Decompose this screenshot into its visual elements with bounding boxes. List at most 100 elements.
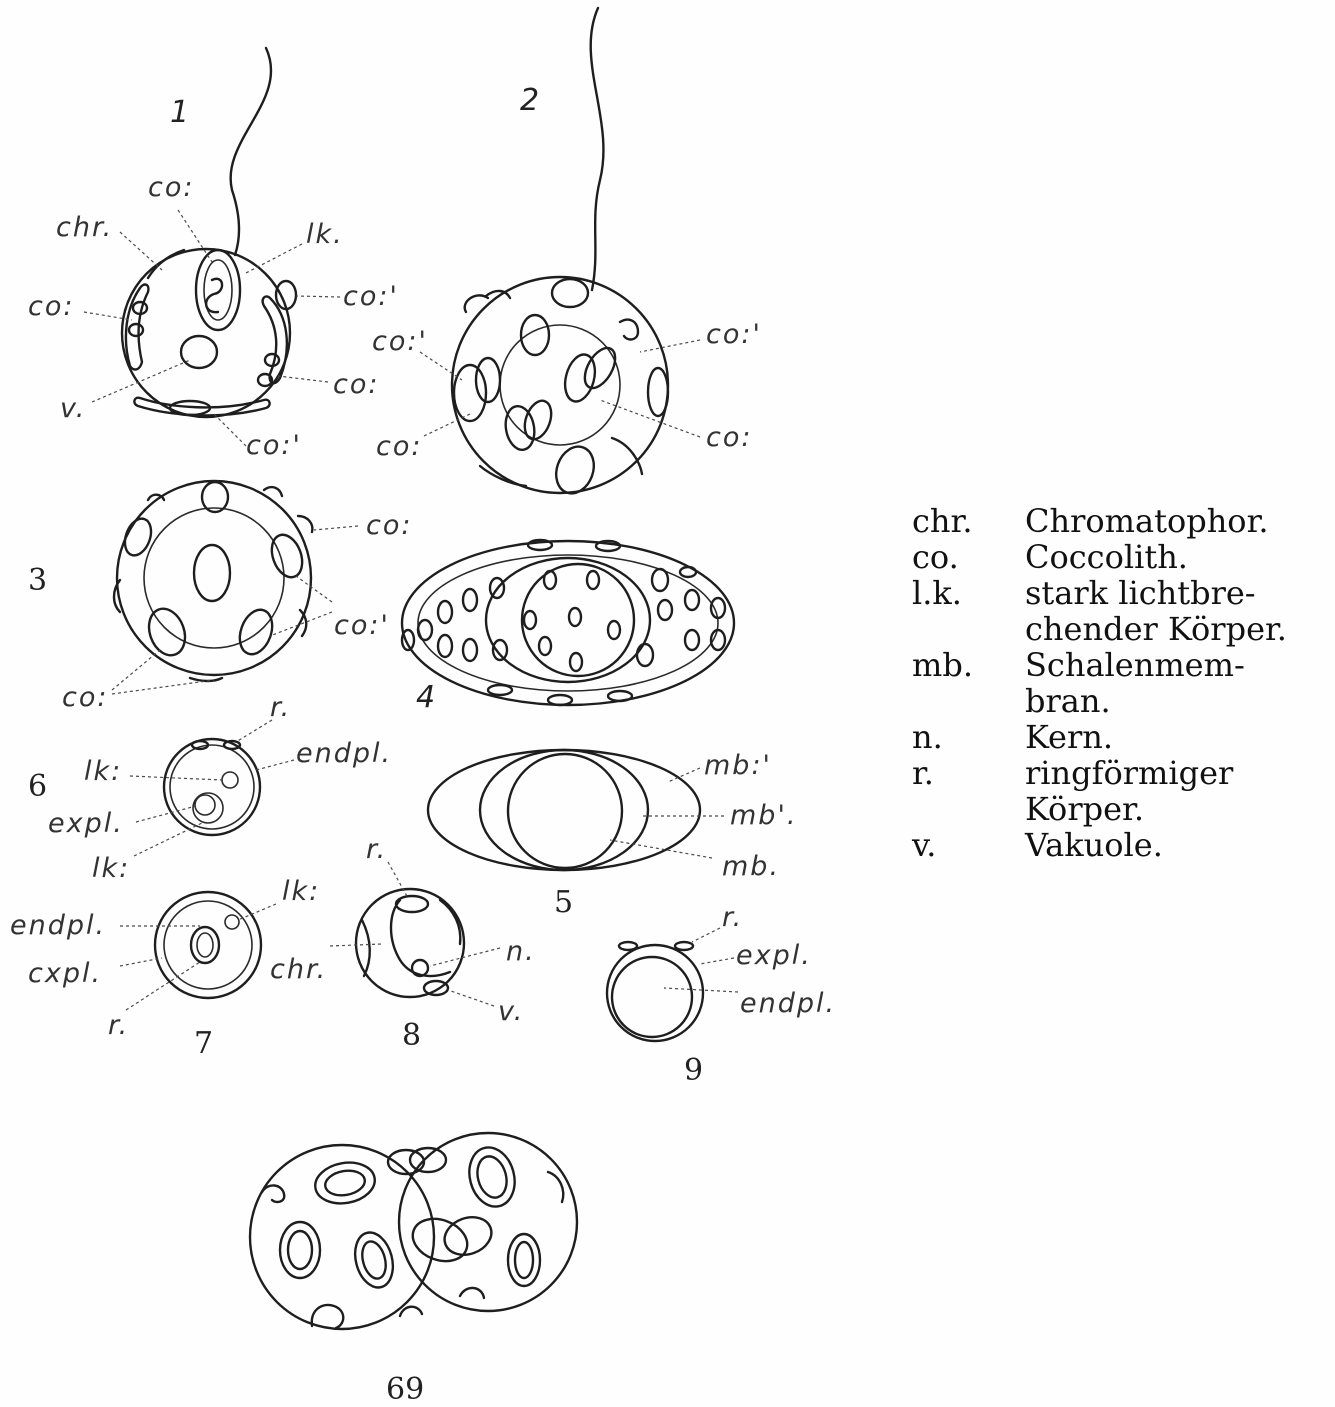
plate-number: 69 [386, 1372, 424, 1407]
flagellum-1 [231, 48, 271, 255]
label-endpl: endpl. [740, 988, 836, 1019]
coccolith [680, 567, 696, 577]
ring-body-9a [619, 942, 637, 950]
coccolith-2h [520, 397, 556, 443]
coccolith-2i [550, 441, 600, 498]
legend-row-lk: l.k. stark lichtbre- chender Körper. [912, 575, 1325, 647]
figure-3: 3 co: co:' co: [28, 481, 412, 713]
leader-line [120, 958, 162, 966]
cell-outline-6 [164, 739, 260, 835]
label-co-left: co: [376, 431, 422, 462]
figure-number-3: 3 [28, 563, 47, 598]
label-co2-right: co:' [706, 319, 762, 350]
label-lk2: lk: [92, 853, 130, 884]
coccolith-2e [454, 365, 486, 421]
cell-outline-7 [155, 892, 261, 998]
coccolith [418, 620, 432, 640]
endoplasm-9 [612, 957, 692, 1037]
legend-text: ringförmiger Körper. [1025, 755, 1325, 827]
legend-row-co: co. Coccolith. [912, 539, 1325, 575]
leader-line [296, 296, 340, 297]
coccolith [463, 639, 477, 661]
legend-row-mb: mb. Schalenmem- bran. [912, 647, 1325, 719]
label-r: r. [722, 902, 743, 933]
coccolith [711, 598, 725, 618]
coccolith [570, 653, 582, 671]
coccolith-3d [234, 605, 278, 658]
legend-line: stark lichtbre- [1025, 575, 1325, 611]
figure-number-4: 4 [416, 680, 435, 715]
label-lk: lk: [282, 876, 320, 907]
label-co-right: co: [366, 510, 412, 541]
endoplasm-6 [170, 745, 254, 829]
legend-abbr: v. [912, 827, 1025, 863]
inner-outline-3 [144, 508, 284, 648]
coccolith-p4 [463, 1142, 521, 1211]
leader-line [120, 232, 162, 270]
refractive-body-7 [225, 915, 239, 929]
coccolith-p1 [312, 1158, 378, 1208]
coccolith [569, 608, 581, 626]
legend-text: Vakuole. [1025, 827, 1325, 863]
label-mb2: mb:' [704, 750, 772, 781]
label-endpl: endpl. [296, 738, 392, 769]
label-co2-left: co:' [372, 326, 428, 357]
coccolith [488, 685, 512, 695]
label-co-top: co: [148, 172, 194, 203]
leader-line [126, 962, 200, 1010]
leader-line [664, 988, 738, 992]
refractive-body-1 [196, 250, 240, 330]
label-expl: cxpl. [28, 958, 102, 989]
vacuole-8 [424, 981, 448, 995]
leader-line [640, 340, 700, 352]
cell-outline-9 [607, 945, 703, 1041]
coccolith-2d [579, 343, 622, 393]
coccolith-p3 [349, 1228, 398, 1291]
legend-abbr: n. [912, 719, 1025, 755]
coccolith-1c [265, 354, 279, 366]
label-co2-right: co:' [334, 610, 390, 641]
legend-line: Chromatophor. [1025, 503, 1325, 539]
chromatophore-edge [264, 487, 282, 496]
figure-number-7: 7 [194, 1026, 213, 1061]
coccolith [539, 637, 551, 655]
coccolith-2a [552, 279, 588, 307]
leader-line [700, 958, 734, 964]
membrane-inner-5 [508, 754, 622, 868]
coccolith [637, 644, 653, 666]
coccolith-3a [120, 515, 156, 559]
legend-line: Vakuole. [1025, 827, 1325, 863]
label-expl: expl. [48, 808, 124, 839]
leader-line [112, 650, 160, 690]
coccolith [438, 635, 452, 657]
figure-4: 4 [402, 540, 734, 715]
coccolith [608, 691, 632, 701]
legend-line: Schalenmem- [1025, 647, 1325, 683]
coccolith [463, 589, 477, 611]
coccolith-p5 [407, 1212, 473, 1269]
label-chr: chr. [56, 212, 113, 243]
coccolith [658, 600, 672, 620]
cell-left-pair [250, 1145, 434, 1329]
inner-circle-4 [522, 564, 634, 676]
figure-number-9: 9 [684, 1053, 703, 1088]
coccolith-2j [648, 368, 668, 416]
cell-outline-3 [117, 481, 311, 675]
coccolith [685, 630, 699, 650]
legend-line: ringförmiger [1025, 755, 1325, 791]
coccolith-inner [358, 1239, 389, 1281]
leader-line [244, 244, 302, 274]
legend-abbr: r. [912, 755, 1025, 827]
ring-body-9b [675, 942, 693, 950]
ring-body-inner [197, 933, 213, 957]
label-co2-right: co:' [343, 281, 399, 312]
legend-row-v: v. Vakuole. [912, 827, 1325, 863]
coccolith-p14 [548, 1172, 563, 1202]
refractive-body-inner [195, 795, 215, 815]
leader-line [448, 990, 494, 1006]
leader-line [236, 720, 272, 742]
membrane-outer-5 [428, 750, 700, 870]
label-chr: chr. [270, 954, 327, 985]
refractive-body-6a [222, 772, 238, 788]
